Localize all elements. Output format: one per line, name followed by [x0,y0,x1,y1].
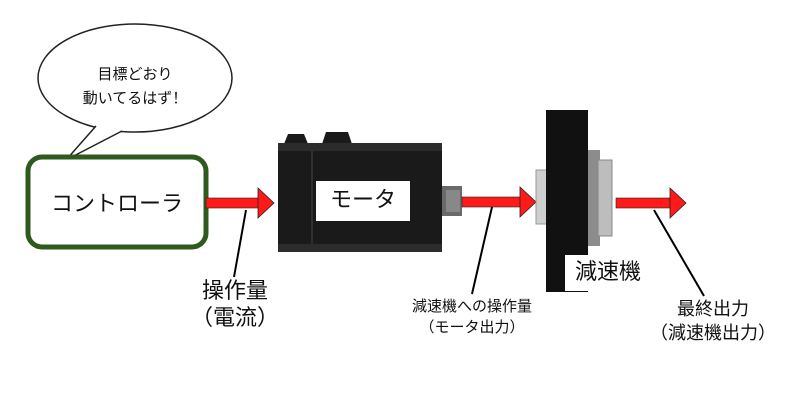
motor-body [278,132,462,252]
speech-bubble-text: 目標どおり 動いてるはず！ [70,62,200,110]
reducer-label: 減速機 [574,260,641,285]
final-output-label-line-1: 最終出力 [677,299,749,320]
command-label-line-1: 操作量 [201,279,268,304]
reducer-body [535,110,651,292]
motor-label: モータ [329,188,396,213]
controller-label: コントローラ [50,192,183,217]
speech-bubble [37,23,233,161]
bubble-line-2: 動いてるはず！ [82,89,188,107]
final-output-leader-line [653,209,705,297]
motor-output-leader-line [471,206,493,295]
motor-output-label-line-2: （モータ出力） [419,318,525,336]
motor-output-arrow [461,186,537,218]
motor-output-label-line-1: 減速機への操作量 [411,297,532,315]
command-label: 操作量 （電流） [180,278,290,332]
command-leader-line [233,209,247,278]
command-label-line-2: （電流） [190,306,279,331]
final-output-label: 最終出力 （減速機出力） [628,298,798,346]
bubble-line-1: 目標どおり [97,65,173,83]
final-output-arrow [615,187,687,219]
motor-output-label: 減速機への操作量 （モータ出力） [372,296,572,338]
final-output-label-line-2: （減速機出力） [650,323,776,344]
command-arrow [205,187,275,219]
